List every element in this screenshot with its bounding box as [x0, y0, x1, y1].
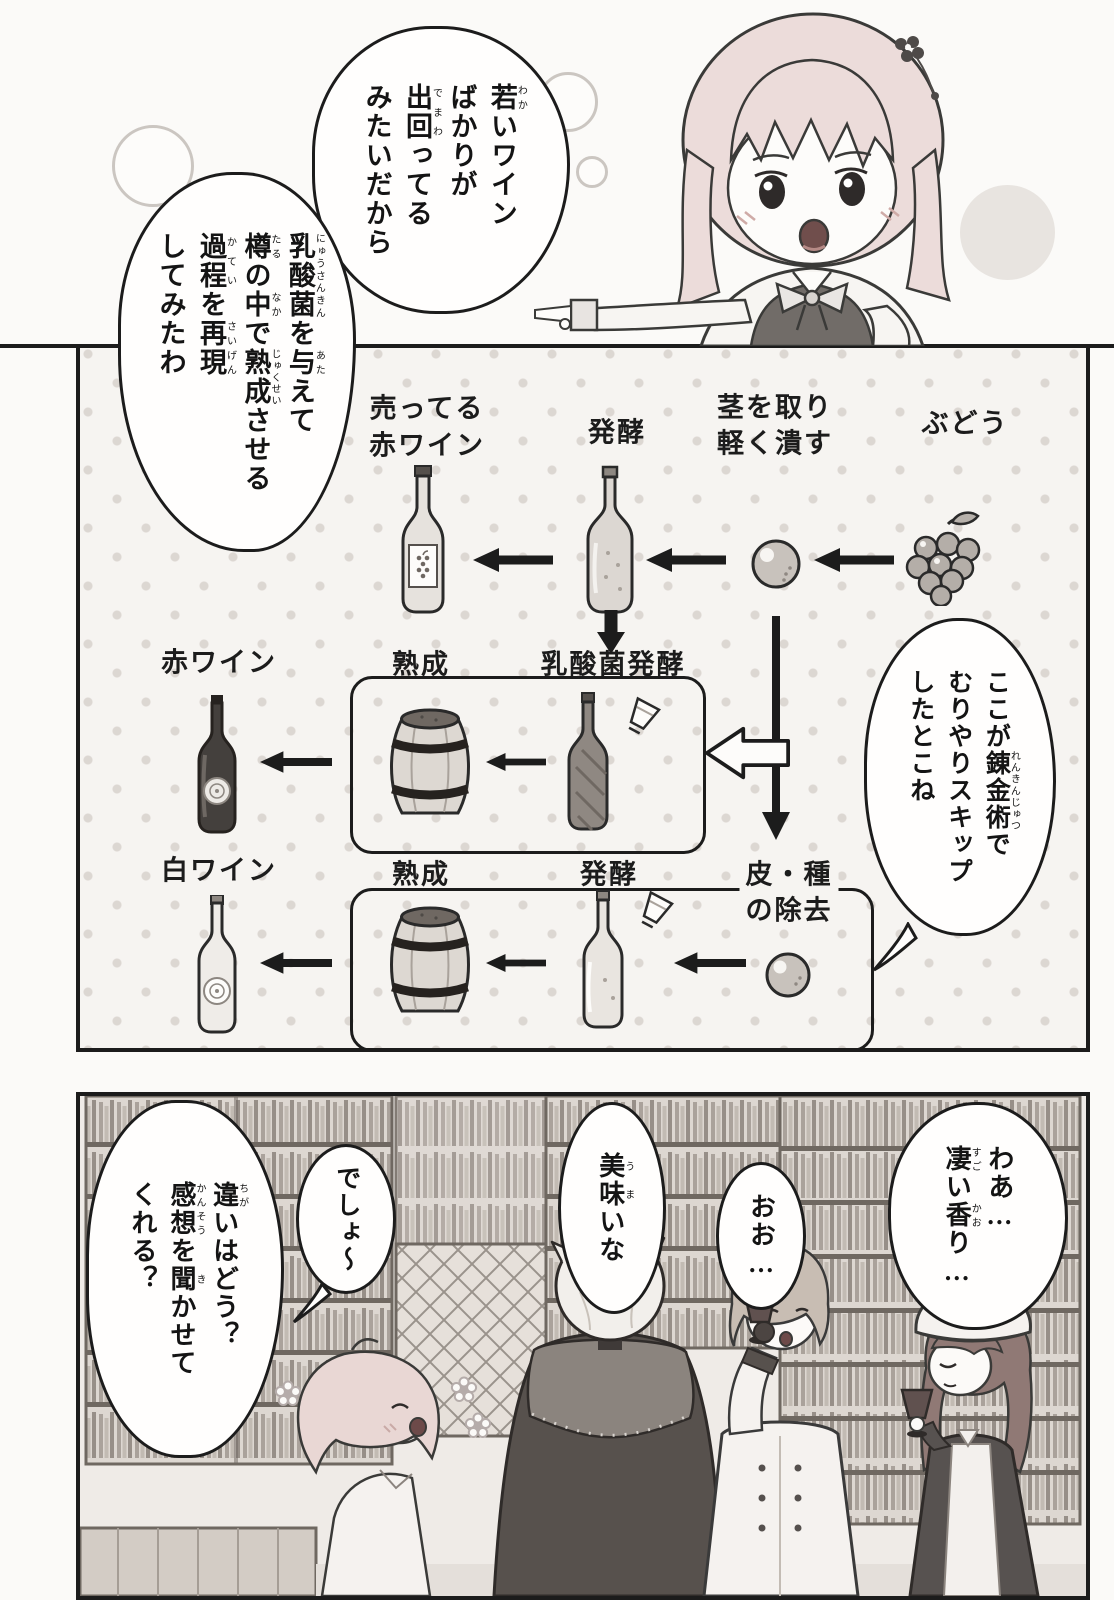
girl-alchemist-illustration [534, 12, 951, 346]
flow-arrow-icon [260, 751, 332, 773]
label-mlf: 乳酸菌発酵 [540, 649, 686, 680]
skin-seed-ball-icon [765, 952, 811, 998]
speech-bubble-tail [872, 922, 918, 972]
tasting-scene-panel: わあ… 凄すごい香かおり… おお… 美味うまいな でしょ〜 違ちがいはどう？ 感 [76, 1092, 1090, 1600]
character-beret-woman [900, 1280, 1040, 1596]
label-crush: 軽く潰す [717, 428, 833, 459]
speech-text: 乳酸菌にゅうさんきんを与あたえて 樽たるの中なかで熟成じゅくせいさせる 過程かて… [155, 231, 325, 493]
label-market-red-wine: 売ってる [369, 393, 485, 424]
speech-text: 若わかいワイン ばかりが 出回でまわってる みたいだから [361, 83, 527, 257]
grape-cluster-icon [905, 511, 981, 606]
flow-arrow-icon [814, 548, 894, 572]
flow-arrow-icon [486, 753, 546, 771]
tasting-glass-icon [628, 696, 661, 735]
screentone-bubble [576, 156, 608, 188]
speech-bubble-lactic-process: 乳酸菌にゅうさんきんを与あたえて 樽たるの中なかで熟成じゅくせいさせる 過程かて… [118, 172, 356, 552]
label-aging: 熟成 [392, 649, 450, 680]
flow-arrow-icon [473, 548, 553, 572]
character-girl [296, 1338, 440, 1596]
tasting-glass-icon [641, 890, 674, 929]
top-panel: 若わかいワイン ばかりが 出回でまわってる みたいだから 乳酸菌にゅうさんきんを… [0, 0, 1114, 552]
white-wine-bottle-icon [197, 895, 237, 1034]
aging-barrel-icon [390, 708, 470, 815]
speech-text: おお… [746, 1192, 776, 1280]
market-red-wine-bottle-icon [401, 465, 445, 614]
label-aging: 熟成 [392, 859, 450, 890]
speech-text: 違ちがいはどう？ 感想かんそうを聞きかせて くれる？ [127, 1181, 248, 1377]
label-white-wine: 白ワイン [161, 855, 277, 886]
down-line-arrow-icon [762, 616, 790, 840]
speech-bubble-desho: でしょ〜 [296, 1144, 396, 1294]
flow-arrow-icon [486, 954, 546, 972]
fermentation-bottle-icon [582, 890, 624, 1029]
flower-doodles [274, 1376, 492, 1438]
speech-bubble-kansou: 違ちがいはどう？ 感想かんそうを聞きかせて くれる？ [86, 1100, 284, 1458]
speech-bubble-tail [292, 1282, 332, 1324]
label-skin-seed-removal: の除去 [739, 888, 839, 928]
label-market-red-wine: 赤ワイン [369, 430, 485, 461]
label-fermentation: 発酵 [580, 859, 638, 890]
label-fermentation: 発酵 [588, 417, 646, 448]
screentone-bubble [112, 125, 194, 207]
wine-glass-icon [900, 1388, 934, 1420]
panel-border-line [0, 344, 1114, 348]
label-crush: 茎を取り [717, 392, 833, 423]
aging-barrel-icon [390, 906, 470, 1013]
flow-arrow-icon [646, 548, 726, 572]
red-wine-bottle-icon [197, 695, 237, 834]
speech-bubble-young-wine: 若わかいワイン ばかりが 出回でまわってる みたいだから [312, 26, 570, 314]
white-wine-box [350, 888, 874, 1052]
label-grapes: ぶどう [921, 408, 1009, 439]
speech-text: わあ… 凄すごい香かおり… [942, 1144, 1014, 1288]
mlf-aging-box [350, 676, 706, 854]
speech-bubble-alchemy-skip: ここが錬金術れんきんじゅつで むりやりスキップ したとこね [864, 618, 1056, 936]
fermentation-bottle-icon [586, 465, 634, 614]
speech-text: 美味うまいな [595, 1152, 634, 1264]
flow-arrow-icon [260, 952, 332, 974]
flow-arrow-icon [674, 952, 746, 974]
skip-outline-arrow-icon [704, 726, 790, 780]
down-arrow-icon [597, 610, 625, 654]
speech-text: でしょ〜 [332, 1165, 360, 1273]
lactic-fermentation-bottle-icon [567, 692, 609, 832]
speech-bubble-umai: 美味うまいな [558, 1102, 666, 1314]
crushed-grape-icon [751, 539, 801, 589]
speech-bubble-oo: おお… [716, 1162, 806, 1310]
label-red-wine: 赤ワイン [161, 647, 277, 678]
flower-hairpin-icon [895, 36, 939, 100]
speech-text: ここが錬金術れんきんじゅつで むりやりスキップ したとこね [906, 669, 1020, 885]
screentone-blob [960, 185, 1055, 280]
speech-bubble-waa: わあ… 凄すごい香かおり… [888, 1102, 1068, 1330]
label-skin-seed-removal: 皮・種 [739, 852, 839, 892]
